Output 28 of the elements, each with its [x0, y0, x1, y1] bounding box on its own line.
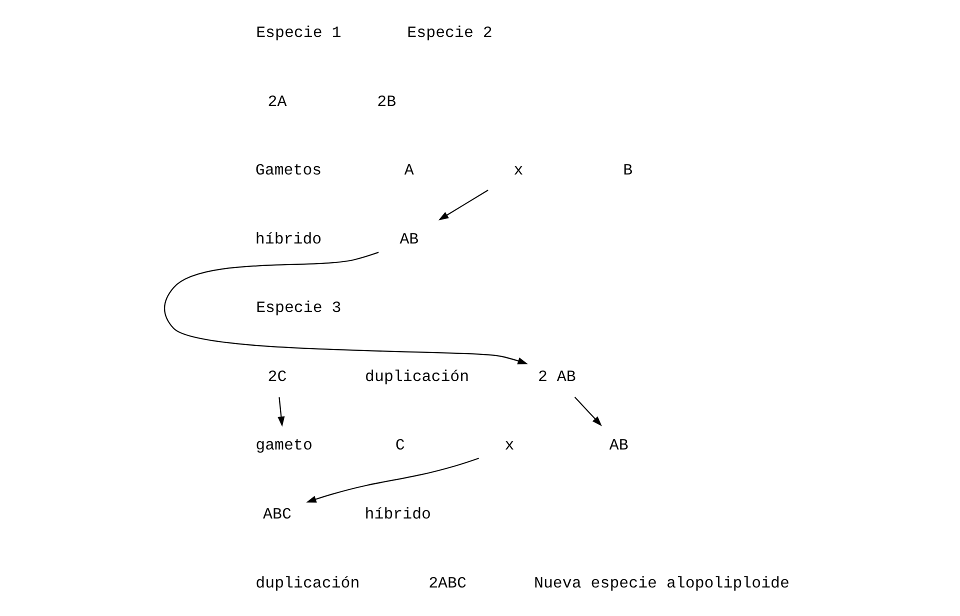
arrow [574, 396, 602, 426]
arrow [277, 397, 284, 427]
label: Nueva especie alopoliploide [534, 574, 789, 592]
node-text: gameto [255, 436, 312, 455]
label: C [394, 436, 404, 455]
node-text: 2 AB [537, 368, 576, 386]
arrow [306, 458, 478, 503]
node-text: 2C [267, 368, 286, 386]
label: Gametos [254, 162, 322, 180]
node-text: AB [399, 230, 418, 248]
label: 2B [376, 92, 396, 111]
label: Especie 2 [406, 24, 492, 42]
label: duplicación [255, 574, 360, 592]
label: B [622, 162, 632, 180]
node-text: ABC [262, 506, 291, 524]
label: Especie 1 [256, 24, 341, 42]
label: A [404, 162, 414, 180]
label: 2ABC [428, 574, 466, 592]
node-text: AB [608, 436, 628, 455]
node-text: x [513, 162, 523, 180]
node-text: x [504, 436, 514, 455]
label: Especie 3 [256, 299, 341, 318]
label: híbrido [254, 230, 322, 248]
label: duplicación [364, 368, 469, 386]
label: 2A [267, 92, 286, 111]
arrow [438, 190, 488, 220]
label: híbrido [364, 506, 431, 524]
arrow [164, 252, 528, 364]
